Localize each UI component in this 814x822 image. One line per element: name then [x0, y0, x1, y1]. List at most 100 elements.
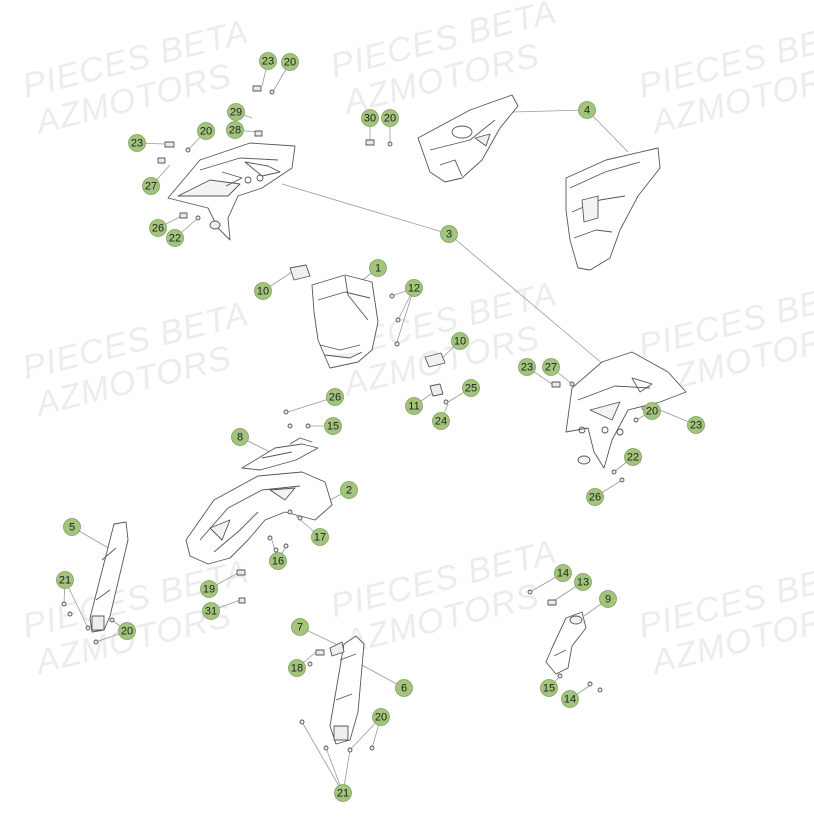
callout-label: 12 — [408, 283, 420, 295]
callout-label: 14 — [564, 694, 576, 706]
callout-19: 19 — [200, 580, 218, 598]
callout-badge — [381, 109, 399, 127]
callout-label: 21 — [59, 575, 71, 587]
callout-14: 14 — [554, 564, 572, 582]
callout-label: 26 — [152, 223, 164, 235]
callout-badge — [395, 679, 413, 697]
callout-label: 4 — [584, 105, 590, 117]
callout-badge — [405, 279, 423, 297]
callout-label: 29 — [230, 107, 242, 119]
callout-label: 30 — [364, 113, 376, 125]
parts — [61, 85, 687, 753]
callout-label: 7 — [297, 622, 303, 634]
callout-20: 20 — [372, 708, 390, 726]
callout-26: 26 — [149, 219, 167, 237]
callout-29: 29 — [227, 103, 245, 121]
callout-22: 22 — [624, 448, 642, 466]
callout-label: 22 — [169, 233, 181, 245]
callout-label: 21 — [337, 788, 349, 800]
callout-label: 14 — [557, 568, 569, 580]
callout-badge — [226, 121, 244, 139]
callout-badge — [149, 219, 167, 237]
chain-slider — [545, 611, 587, 675]
callout-badge — [118, 622, 136, 640]
callout-23: 23 — [259, 52, 277, 70]
callout-label: 20 — [646, 406, 658, 418]
callout-14: 14 — [561, 690, 579, 708]
callout-27: 27 — [542, 358, 560, 376]
right-fork-guard — [329, 635, 365, 745]
callout-5: 5 — [63, 518, 81, 536]
callout-badge — [518, 358, 536, 376]
callout-badge — [254, 282, 272, 300]
leader-line — [448, 233, 611, 371]
callout-badge — [227, 103, 245, 121]
callout-badge — [197, 122, 215, 140]
callout-badge — [561, 690, 579, 708]
callout-badge — [269, 552, 287, 570]
right-radiator-shroud — [565, 351, 687, 469]
callout-label: 15 — [543, 683, 555, 695]
callout-badge — [231, 428, 249, 446]
callout-11: 11 — [405, 397, 423, 415]
callout-12: 12 — [405, 279, 423, 297]
callout-label: 23 — [690, 420, 702, 432]
callout-label: 19 — [203, 584, 215, 596]
callout-label: 16 — [272, 556, 284, 568]
callout-badge — [540, 679, 558, 697]
callout-label: 13 — [577, 577, 589, 589]
callout-badge — [372, 708, 390, 726]
callout-label: 31 — [205, 606, 217, 618]
callout-25: 25 — [462, 379, 480, 397]
callout-6: 6 — [395, 679, 413, 697]
callout-badge — [326, 388, 344, 406]
callout-20: 20 — [197, 122, 215, 140]
callout-label: 3 — [446, 229, 452, 241]
callout-label: 9 — [605, 594, 611, 606]
right-side-panel — [565, 147, 661, 271]
leader-line — [511, 109, 588, 113]
callout-badge — [542, 358, 560, 376]
callout-badge — [128, 134, 146, 152]
callout-badge — [63, 518, 81, 536]
callout-badge — [259, 52, 277, 70]
callout-badge — [369, 259, 387, 277]
callout-9: 9 — [599, 590, 617, 608]
leader-line — [301, 721, 344, 794]
callout-label: 15 — [327, 421, 339, 433]
left-fork-guard — [89, 521, 129, 633]
callout-badge — [624, 448, 642, 466]
callout-label: 22 — [627, 452, 639, 464]
callout-24: 24 — [432, 412, 450, 430]
callout-badge — [574, 573, 592, 591]
callout-label: 24 — [435, 416, 447, 428]
callout-26: 26 — [326, 388, 344, 406]
callout-badge — [202, 602, 220, 620]
callout-badge — [56, 571, 74, 589]
clip — [429, 383, 444, 397]
grommet-right — [424, 352, 446, 368]
callout-badge — [200, 580, 218, 598]
callout-label: 17 — [314, 532, 326, 544]
callout-badge — [334, 784, 352, 802]
callout-badge — [578, 101, 596, 119]
callout-badge — [462, 379, 480, 397]
callout-label: 6 — [401, 683, 407, 695]
callout-label: 26 — [329, 392, 341, 404]
callout-label: 18 — [291, 663, 303, 675]
left-radiator-shroud — [167, 142, 296, 241]
callout-10: 10 — [254, 282, 272, 300]
callout-label: 28 — [229, 125, 241, 137]
callout-badge — [687, 416, 705, 434]
callout-20: 20 — [381, 109, 399, 127]
callout-2: 2 — [340, 481, 358, 499]
callout-20: 20 — [118, 622, 136, 640]
grommet-left — [289, 264, 311, 281]
callout-badge — [432, 412, 450, 430]
callout-15: 15 — [324, 417, 342, 435]
callout-22: 22 — [166, 229, 184, 247]
callout-21: 21 — [334, 784, 352, 802]
callout-badge — [554, 564, 572, 582]
callout-label: 20 — [284, 57, 296, 69]
